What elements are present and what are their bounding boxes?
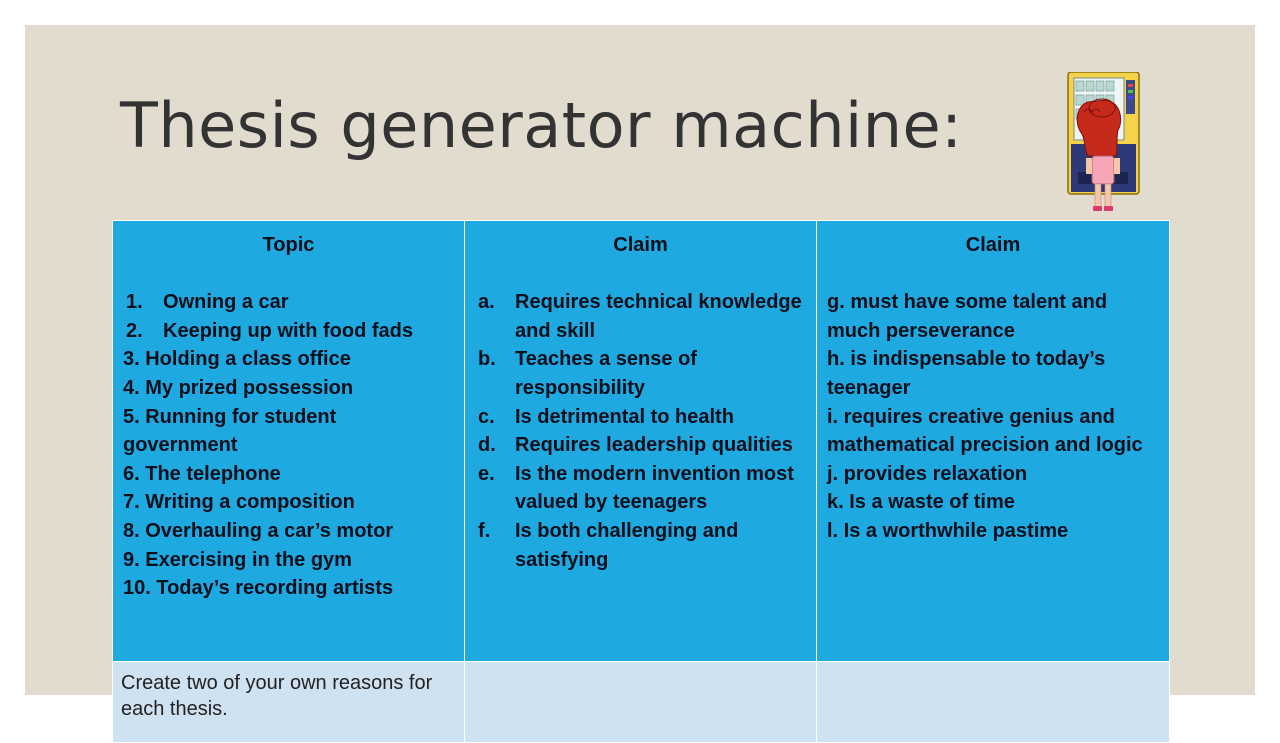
topic-column: Topic 1. Owning a car 2. Keeping up with foo… — [112, 220, 465, 662]
list-item-text: Is both challenging and satisfying — [515, 519, 739, 571]
list-item: 8. Overhauling a car’s motor — [123, 519, 394, 542]
empty-cell — [816, 661, 1170, 743]
list-item: 4. My prized possession — [123, 376, 354, 399]
list-item: 9. Exercising in the gym — [123, 548, 352, 571]
list-item-text: Requires technical knowledge and skill — [515, 291, 802, 342]
instruction-text: Create two of your own reasons for each … — [121, 672, 433, 720]
list-item-text: Keeping up with food fads — [163, 319, 413, 342]
thesis-table: Topic 1. Owning a car 2. Keeping up with foo… — [112, 220, 1170, 743]
list-item: k. Is a waste of time — [827, 491, 1015, 514]
list-item-text: Owning a car — [163, 291, 289, 314]
list-item: h. is indispensable to today’s teenager — [827, 348, 1106, 399]
list-marker: c. — [478, 405, 495, 428]
list-marker: a. — [478, 291, 495, 314]
list-item: 3. Holding a class office — [123, 348, 351, 371]
list-item: 5. Running for student government — [123, 405, 337, 457]
list-item: 1. Owning a car — [123, 288, 454, 317]
instruction-cell: Create two of your own reasons for each … — [112, 661, 465, 743]
list-marker: 2. — [126, 319, 143, 342]
list-marker: 1. — [126, 291, 143, 314]
column-header: Topic — [262, 234, 315, 256]
list-item: a. Requires technical knowledge and skill — [475, 288, 806, 345]
list-item: i. requires creative genius and mathemat… — [827, 405, 1143, 457]
list-item: j. provides relaxation — [827, 462, 1028, 485]
list-item: 2. Keeping up with food fads — [123, 317, 454, 346]
list-marker: d. — [478, 434, 496, 457]
list-item-text: Is the modern invention most valued by t… — [515, 462, 794, 514]
list-item: g. must have some talent and much persev… — [827, 291, 1108, 342]
list-item: l. Is a worthwhile pastime — [827, 519, 1069, 542]
column-header: Claim — [613, 234, 668, 256]
column-header: Claim — [965, 234, 1021, 256]
list-item: e. Is the modern invention most valued by… — [475, 460, 806, 517]
list-item: f. Is both challenging and satisfying — [475, 517, 806, 574]
table-row: Create two of your own reasons for each … — [112, 661, 1170, 743]
list-marker: b. — [478, 348, 496, 371]
claim-column-2: Claim g. must have some talent and much p… — [816, 220, 1170, 662]
list-item: c. Is detrimental to health — [475, 403, 806, 432]
list-item: b. Teaches a sense of responsibility — [475, 345, 806, 402]
list-item: 6. The telephone — [123, 462, 281, 485]
list-item-text: Is detrimental to health — [515, 405, 734, 428]
list-item-text: Teaches a sense of responsibility — [515, 348, 697, 399]
claim-column-1: Claim a. Requires technical knowledge and … — [464, 220, 817, 662]
list-item: d. Requires leadership qualities — [475, 431, 806, 460]
list-marker: f. — [478, 519, 491, 542]
empty-cell — [464, 661, 817, 743]
list-item-text: Requires leadership qualities — [515, 434, 793, 457]
list-marker: e. — [478, 462, 495, 485]
table-row: Topic 1. Owning a car 2. Keeping up with foo… — [112, 220, 1170, 662]
slide-title: Thesis generator machine: — [120, 89, 963, 162]
list-item: 7. Writing a composition — [123, 491, 355, 514]
list-item: 10. Today’s recording artists — [123, 577, 394, 600]
vending-machine-illustration — [1067, 72, 1140, 211]
